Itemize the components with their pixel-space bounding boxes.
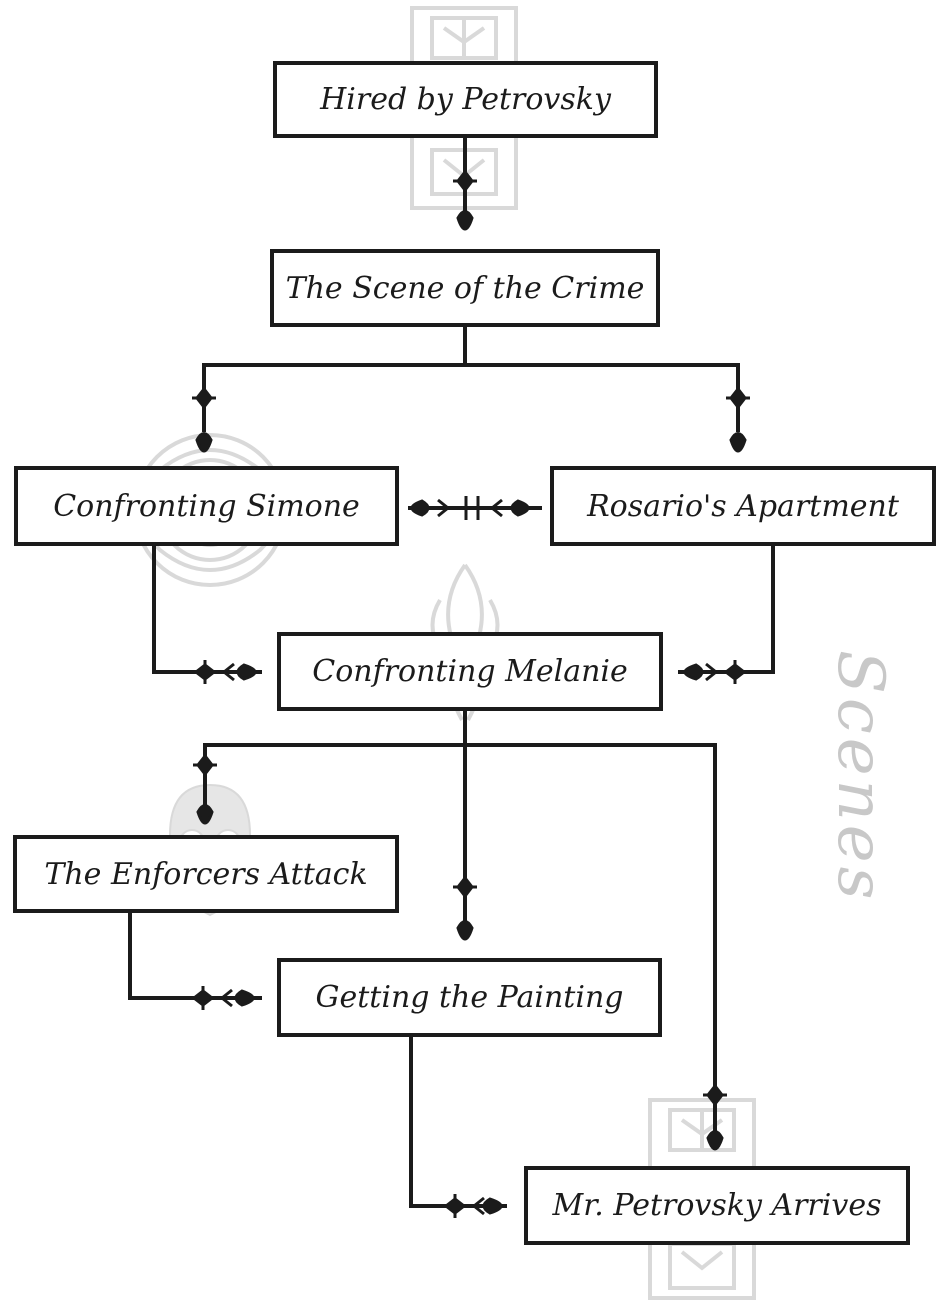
scene-box-confronting-melanie: Confronting Melanie: [277, 632, 663, 711]
connector-scene-branch: [202, 324, 740, 432]
scene-label: Mr. Petrovsky Arrives: [552, 1188, 882, 1223]
down-arrow-ornament-icon: [703, 1083, 727, 1151]
right-arrow-ornament-icon: [193, 660, 257, 684]
scene-box-enforcers-attack: The Enforcers Attack: [13, 835, 399, 913]
scene-label: The Enforcers Attack: [44, 856, 368, 892]
right-arrow-ornament-icon: [191, 986, 255, 1010]
down-arrow-ornament-icon: [726, 386, 750, 453]
double-arrow-ornament-icon: [410, 496, 530, 520]
down-arrow-ornament-icon: [193, 753, 217, 825]
scene-box-rosarios-apartment: Rosario's Apartment: [550, 466, 936, 546]
right-arrow-ornament-icon: [443, 1194, 503, 1218]
scene-box-scene-of-the-crime: The Scene of the Crime: [270, 249, 660, 327]
connector-simone-to-melanie: [152, 543, 262, 674]
connector-rosario-to-melanie: [678, 543, 775, 674]
scene-label: Confronting Melanie: [312, 654, 628, 689]
scene-label: Getting the Painting: [315, 980, 624, 1015]
scene-label: Rosario's Apartment: [587, 488, 899, 524]
scene-label: Hired by Petrovsky: [320, 82, 611, 117]
scene-label: The Scene of the Crime: [285, 270, 645, 306]
connector-melanie-branch: [203, 708, 717, 1132]
down-arrow-ornament-icon: [453, 875, 477, 941]
connector-enforcers-to-painting: [128, 910, 262, 1000]
scene-box-mr-petrovsky-arrives: Mr. Petrovsky Arrives: [524, 1166, 910, 1245]
scene-label: Confronting Simone: [53, 488, 360, 524]
scene-box-getting-the-painting: Getting the Painting: [277, 958, 662, 1037]
connector-painting-to-arrives: [409, 1034, 507, 1208]
scene-box-confronting-simone: Confronting Simone: [14, 466, 399, 546]
section-side-label: Scenes: [823, 650, 897, 904]
left-arrow-ornament-icon: [683, 660, 747, 684]
down-arrow-ornament-icon: [192, 386, 216, 453]
scene-box-hired-by-petrovsky: Hired by Petrovsky: [273, 61, 658, 138]
down-arrow-ornament-icon: [453, 169, 477, 231]
